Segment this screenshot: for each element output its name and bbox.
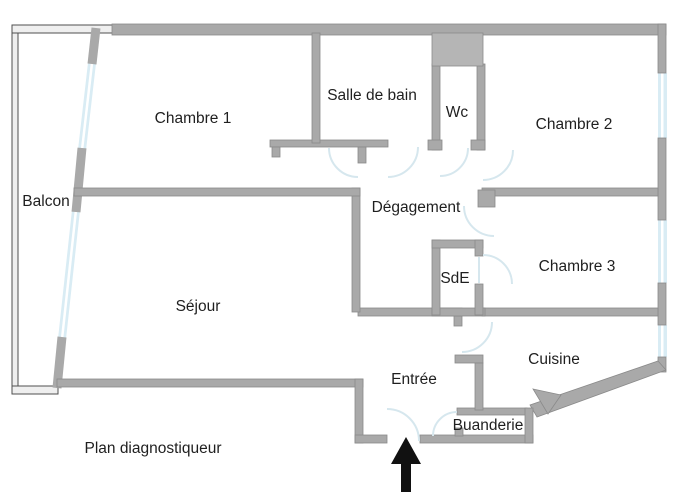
wall-segment [111, 23, 667, 36]
wall-segment [419, 434, 534, 444]
wall-segment [657, 23, 667, 74]
wall-jamb [453, 315, 463, 327]
door-arc-salle-de-bain [387, 146, 419, 178]
balcony-rail-bottom [11, 385, 59, 395]
wall-segment [431, 63, 441, 151]
wall-spur [532, 388, 562, 415]
door-arc-entrance [386, 408, 420, 442]
right-wall-windows [658, 73, 667, 357]
wall-segment [431, 239, 441, 316]
wall-segment [474, 239, 484, 257]
wall-segment [354, 378, 364, 444]
door-arc-cuisine [461, 321, 493, 353]
door-arc-wc [439, 147, 469, 177]
wall-segment [454, 354, 484, 364]
wall-jamb [271, 146, 281, 158]
room-label-sde: SdE [440, 270, 469, 287]
wall-segment [71, 147, 87, 213]
room-label-chambre1: Chambre 1 [155, 110, 232, 127]
walls [56, 23, 667, 444]
wall-segment [351, 187, 361, 313]
plan-caption: Plan diagnostiqueur [84, 440, 221, 457]
door-arc-chambre1 [328, 147, 359, 178]
wall-segment [657, 282, 667, 326]
wall-jamb [454, 427, 464, 437]
wall-segment [269, 139, 389, 148]
facade-window-glass [60, 62, 94, 340]
entrance-arrow-icon [391, 437, 421, 492]
room-label-chambre2: Chambre 2 [536, 116, 613, 133]
room-label-cuisine: Cuisine [528, 351, 580, 368]
balcony [11, 24, 123, 395]
wall-jamb [357, 146, 367, 164]
wall-segment [524, 407, 534, 444]
door-arc-buanderie [432, 411, 458, 437]
room-label-salle-de-bain: Salle de bain [327, 87, 417, 104]
wall-segment [476, 63, 486, 151]
wall-segment [474, 283, 484, 316]
door-arc-sde [482, 254, 513, 285]
wall-segment [474, 362, 484, 411]
wall-segment [87, 27, 101, 65]
wall-segment [354, 434, 388, 444]
wall-jamb [470, 139, 486, 151]
wall-segment [456, 407, 528, 416]
wall-diagonal [529, 360, 667, 418]
room-label-wc: Wc [446, 104, 469, 121]
duct [431, 32, 484, 67]
room-labels: Balcon Chambre 1 Salle de bain Wc Chambr… [22, 87, 615, 457]
wall-segment [657, 137, 667, 221]
room-label-entree: Entrée [391, 371, 437, 388]
wall-jamb [427, 139, 443, 151]
wall-segment [481, 307, 659, 317]
room-label-sejour: Séjour [176, 298, 221, 315]
wall-segment [481, 187, 659, 197]
room-label-chambre3: Chambre 3 [539, 258, 616, 275]
wall-pilaster [477, 189, 496, 208]
wall-segment [311, 32, 321, 144]
door-arc-chambre2 [482, 149, 514, 181]
door-arc-chambre3 [463, 205, 495, 237]
balcony-rail-top [11, 24, 123, 34]
door-arcs [328, 146, 514, 442]
wall-segment [56, 378, 364, 388]
wall-segment [73, 187, 361, 197]
room-label-degagement: Dégagement [372, 199, 461, 216]
balcony-rail-left [11, 24, 19, 395]
room-label-buanderie: Buanderie [453, 417, 524, 434]
room-label-balcon: Balcon [22, 193, 69, 210]
